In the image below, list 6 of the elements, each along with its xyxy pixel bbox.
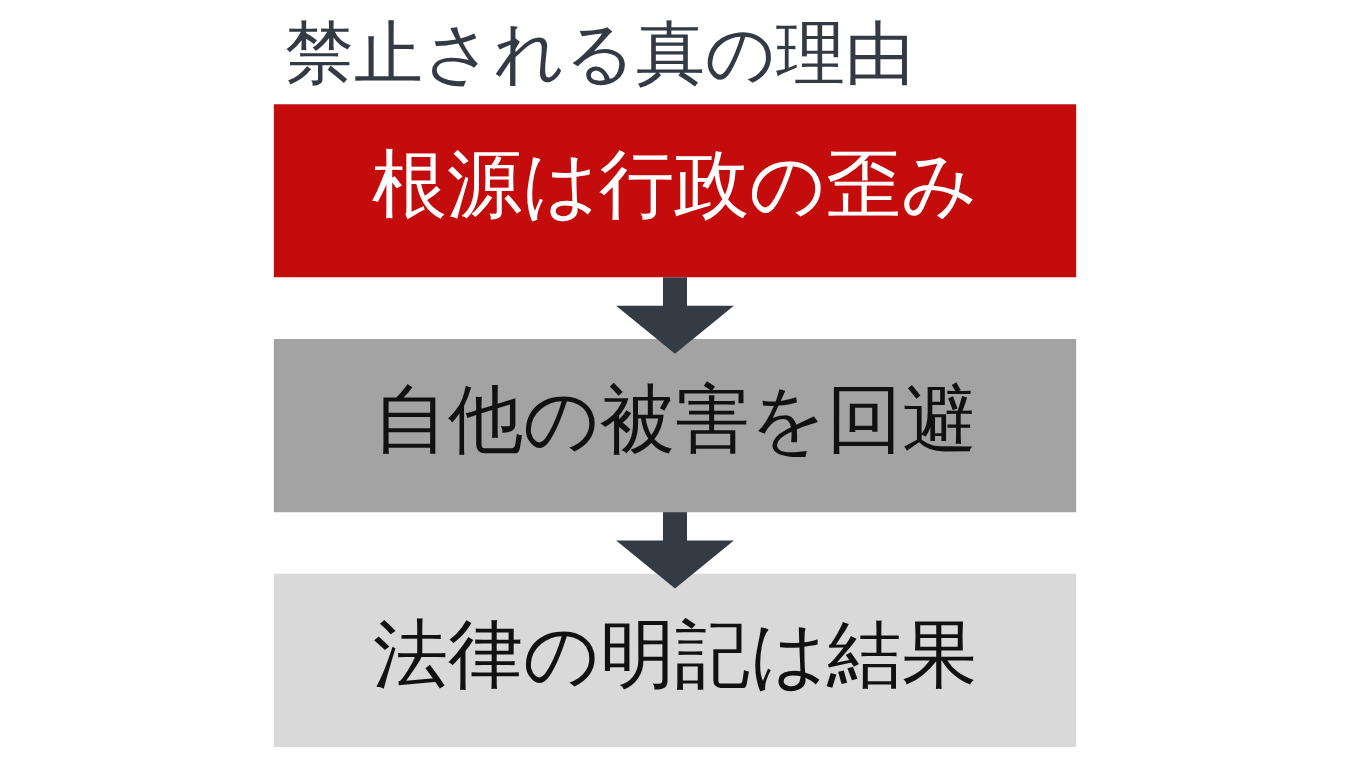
node-box: 自他の被害を回避 <box>273 339 1077 513</box>
arrow <box>616 512 734 589</box>
arrow <box>616 277 734 354</box>
node-box: 法律の明記は結果 <box>273 573 1077 747</box>
node-box: 根源は行政の歪み <box>273 104 1077 278</box>
diagram-title: 禁止される真の理由 <box>285 12 915 93</box>
